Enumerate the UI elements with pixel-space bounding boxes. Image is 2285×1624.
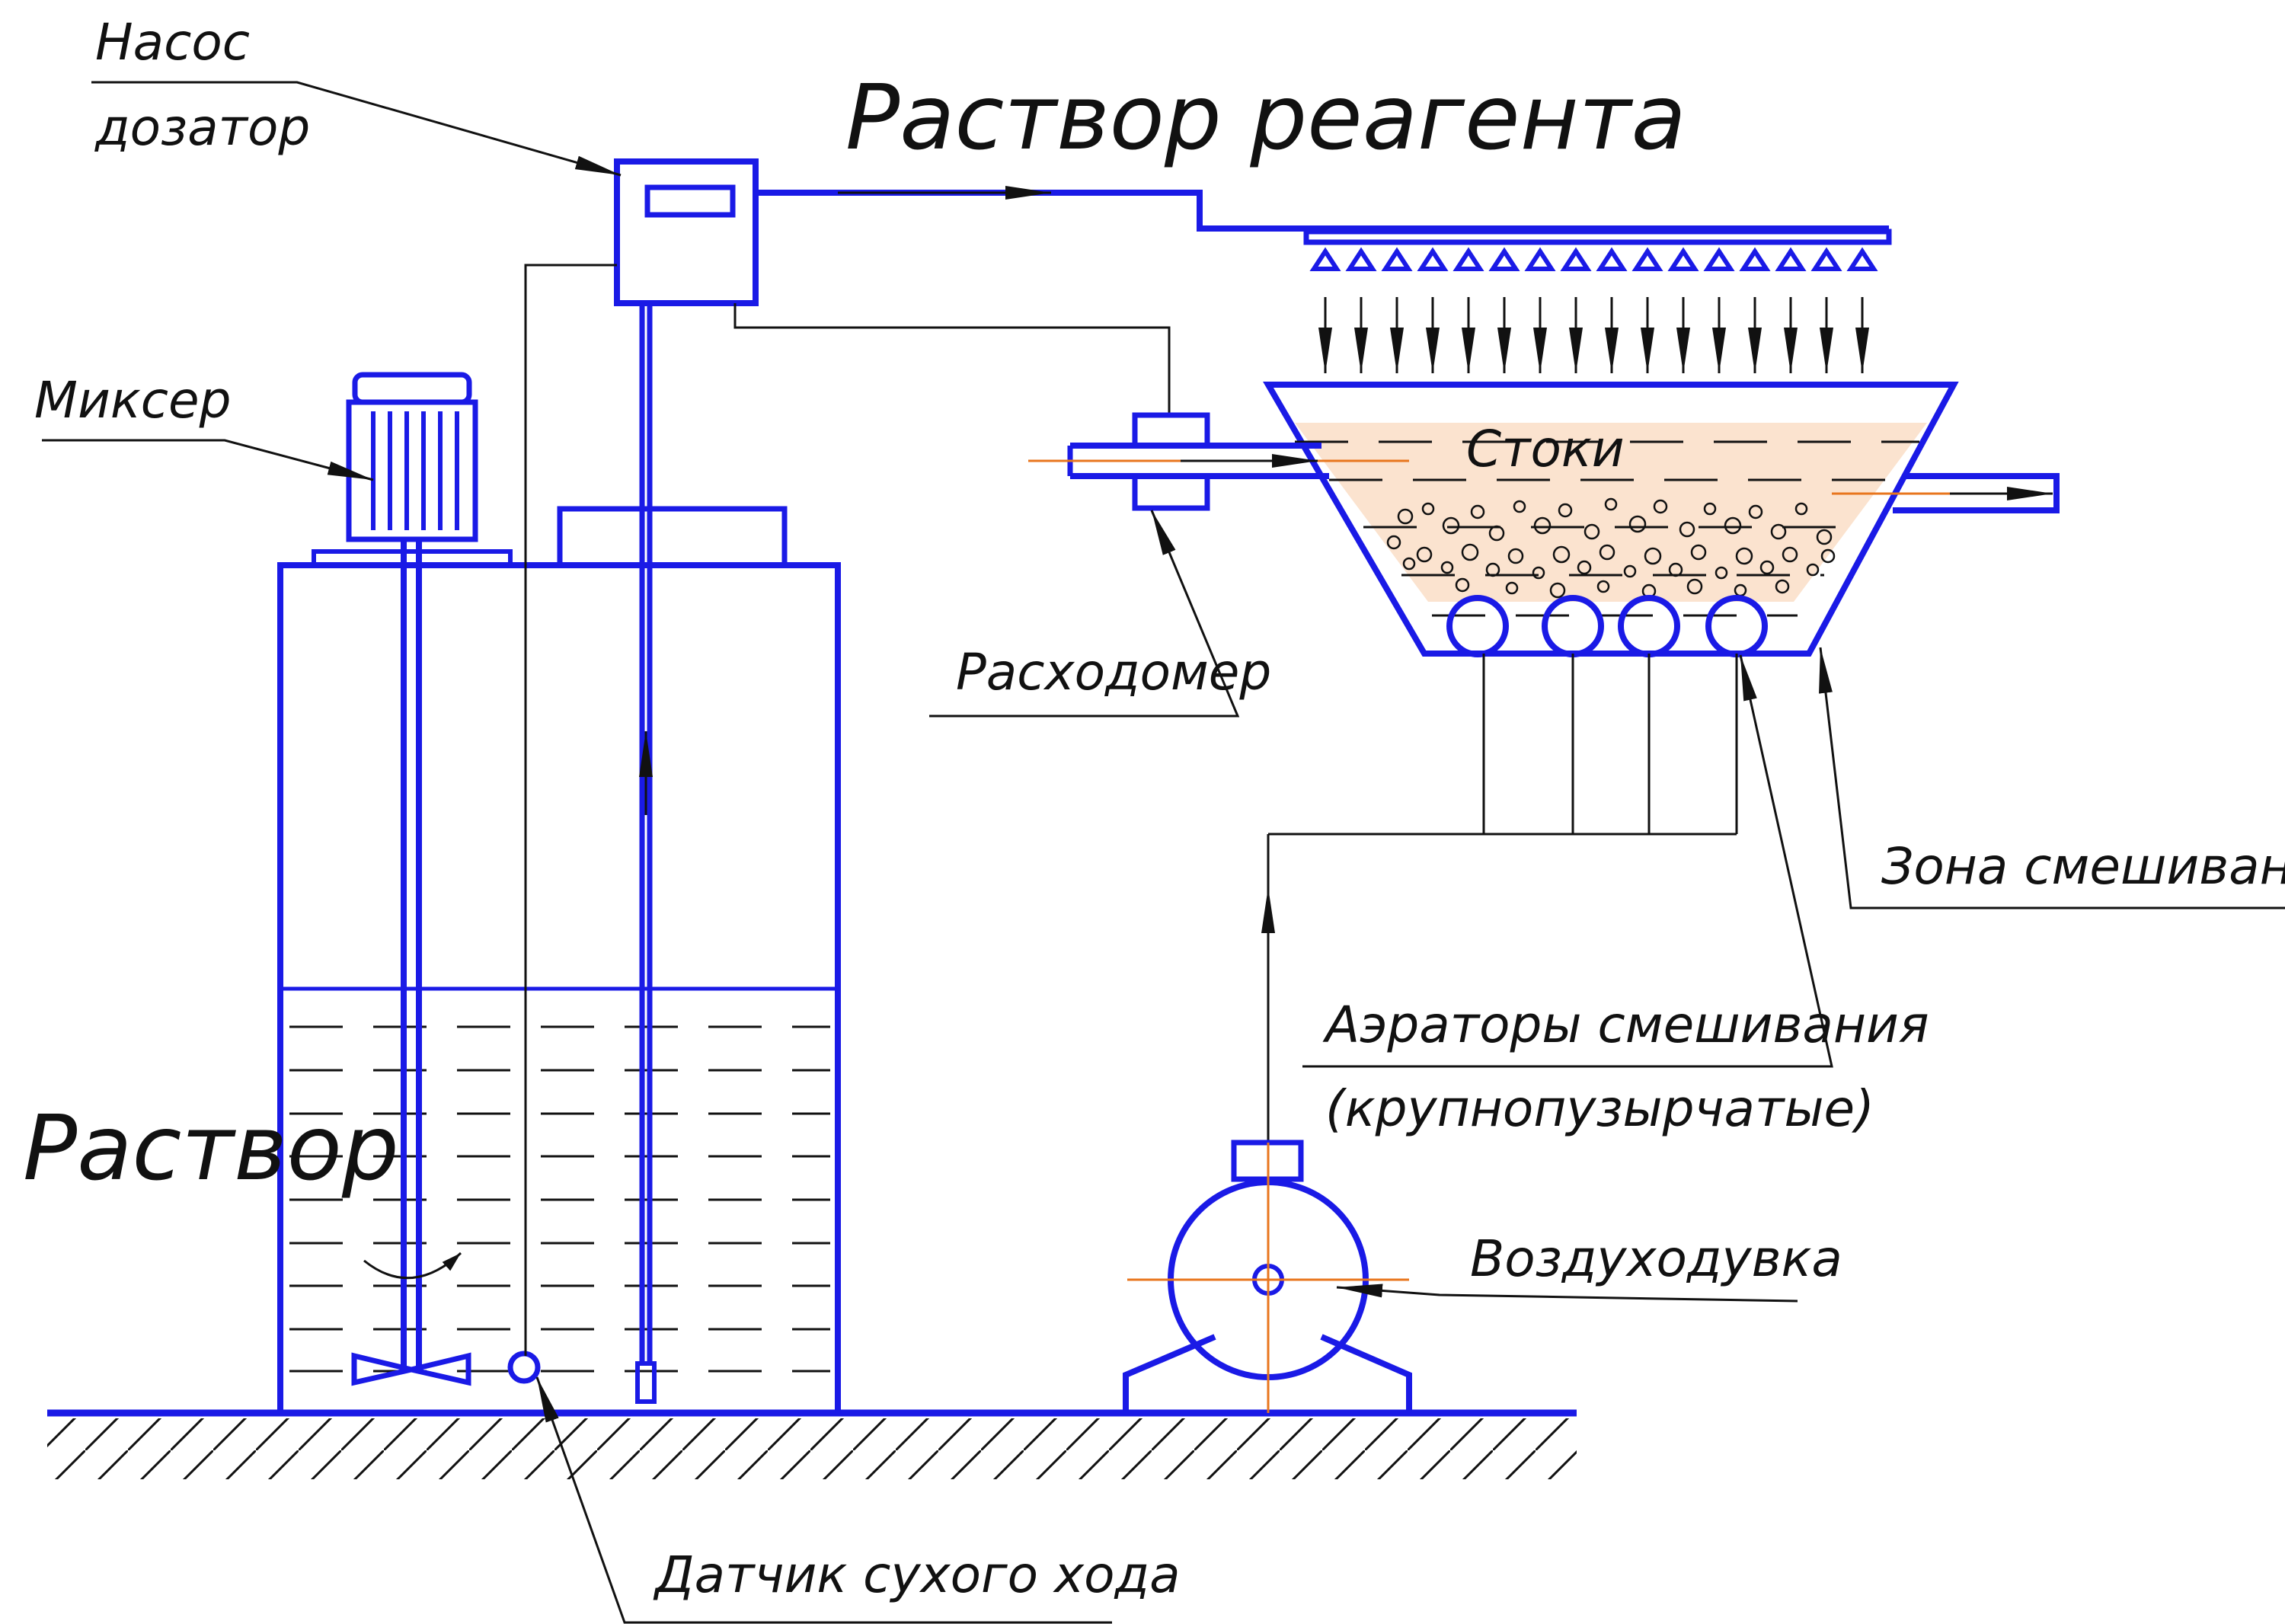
solution-tank xyxy=(277,506,841,1416)
dry-run-sensor xyxy=(507,1351,541,1384)
reagent-solution-label: Раствор реагента xyxy=(845,65,1686,170)
reagent-line xyxy=(756,186,1892,373)
doser-label: дозатор xyxy=(94,98,310,157)
air-supply-lines xyxy=(1261,654,1738,1141)
solution-label: Раствор xyxy=(23,1095,399,1200)
air-bubbles xyxy=(1386,497,1836,599)
effluent-label: Стоки xyxy=(1466,420,1625,478)
pump-label: Насос xyxy=(95,13,250,72)
mixer xyxy=(346,372,478,1386)
blower-label: Воздуходувка xyxy=(1470,1229,1842,1288)
spray-arrows xyxy=(1318,297,1869,373)
mixing-zone-label: Зона смешивания xyxy=(1881,837,2285,896)
outlet-pipe xyxy=(1832,473,2060,513)
effluent-level-dashes xyxy=(1295,440,1919,617)
coarse-bubble-aerators xyxy=(1446,595,1768,657)
suction-pipe xyxy=(635,303,657,1404)
flowmeter xyxy=(1132,412,1210,511)
flowmeter-label: Расходомер xyxy=(956,643,1271,702)
blower xyxy=(1123,1140,1412,1413)
mixing-vessel xyxy=(1263,382,1959,657)
rotation-arrow xyxy=(363,1252,462,1280)
dosing-pump xyxy=(614,158,759,306)
aerators-label-line2: (крупнопузырчатые) xyxy=(1325,1079,1874,1138)
sprinkler-nozzles xyxy=(1309,247,1878,271)
leader-lines xyxy=(42,81,2285,1624)
dry-run-sensor-label: Датчик сухого хода xyxy=(653,1546,1181,1604)
signal-lines xyxy=(524,264,1171,1356)
liquid-level-dashes xyxy=(289,1025,830,1373)
aerators-label-line1: Аэраторы смешивания xyxy=(1322,996,1929,1054)
mixer-label: Миксер xyxy=(34,371,232,430)
ground xyxy=(47,1409,1577,1479)
